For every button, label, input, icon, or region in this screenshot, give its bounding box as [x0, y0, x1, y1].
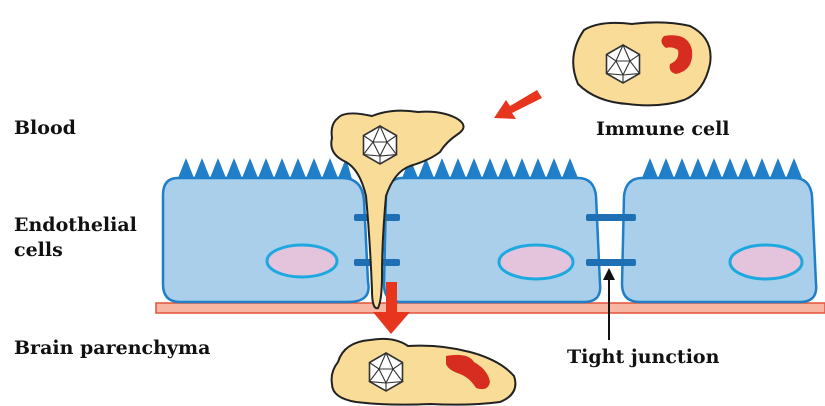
endothelial-cell: [163, 158, 369, 302]
label-endothelial: Endothelial: [14, 213, 137, 237]
label-brain-parenchyma: Brain parenchyma: [14, 336, 210, 360]
microvilli: [402, 158, 578, 178]
label-immune-cell: Immune cell: [596, 117, 730, 141]
label-tight-junction: Tight junction: [567, 345, 719, 369]
arrow-icon: [603, 268, 615, 280]
nucleus: [267, 245, 337, 277]
basement-membrane: [156, 303, 825, 313]
arrow-icon: [494, 90, 542, 119]
label-blood: Blood: [14, 116, 76, 140]
nucleus: [730, 245, 802, 279]
endothelial-cell: [622, 158, 816, 302]
microvilli: [178, 158, 352, 179]
microvilli: [642, 158, 802, 178]
label-endothelial-cells: cells: [14, 238, 63, 262]
brain-immune-cell: [332, 339, 516, 405]
endothelial-cell: [384, 158, 600, 302]
nucleus: [499, 245, 573, 279]
